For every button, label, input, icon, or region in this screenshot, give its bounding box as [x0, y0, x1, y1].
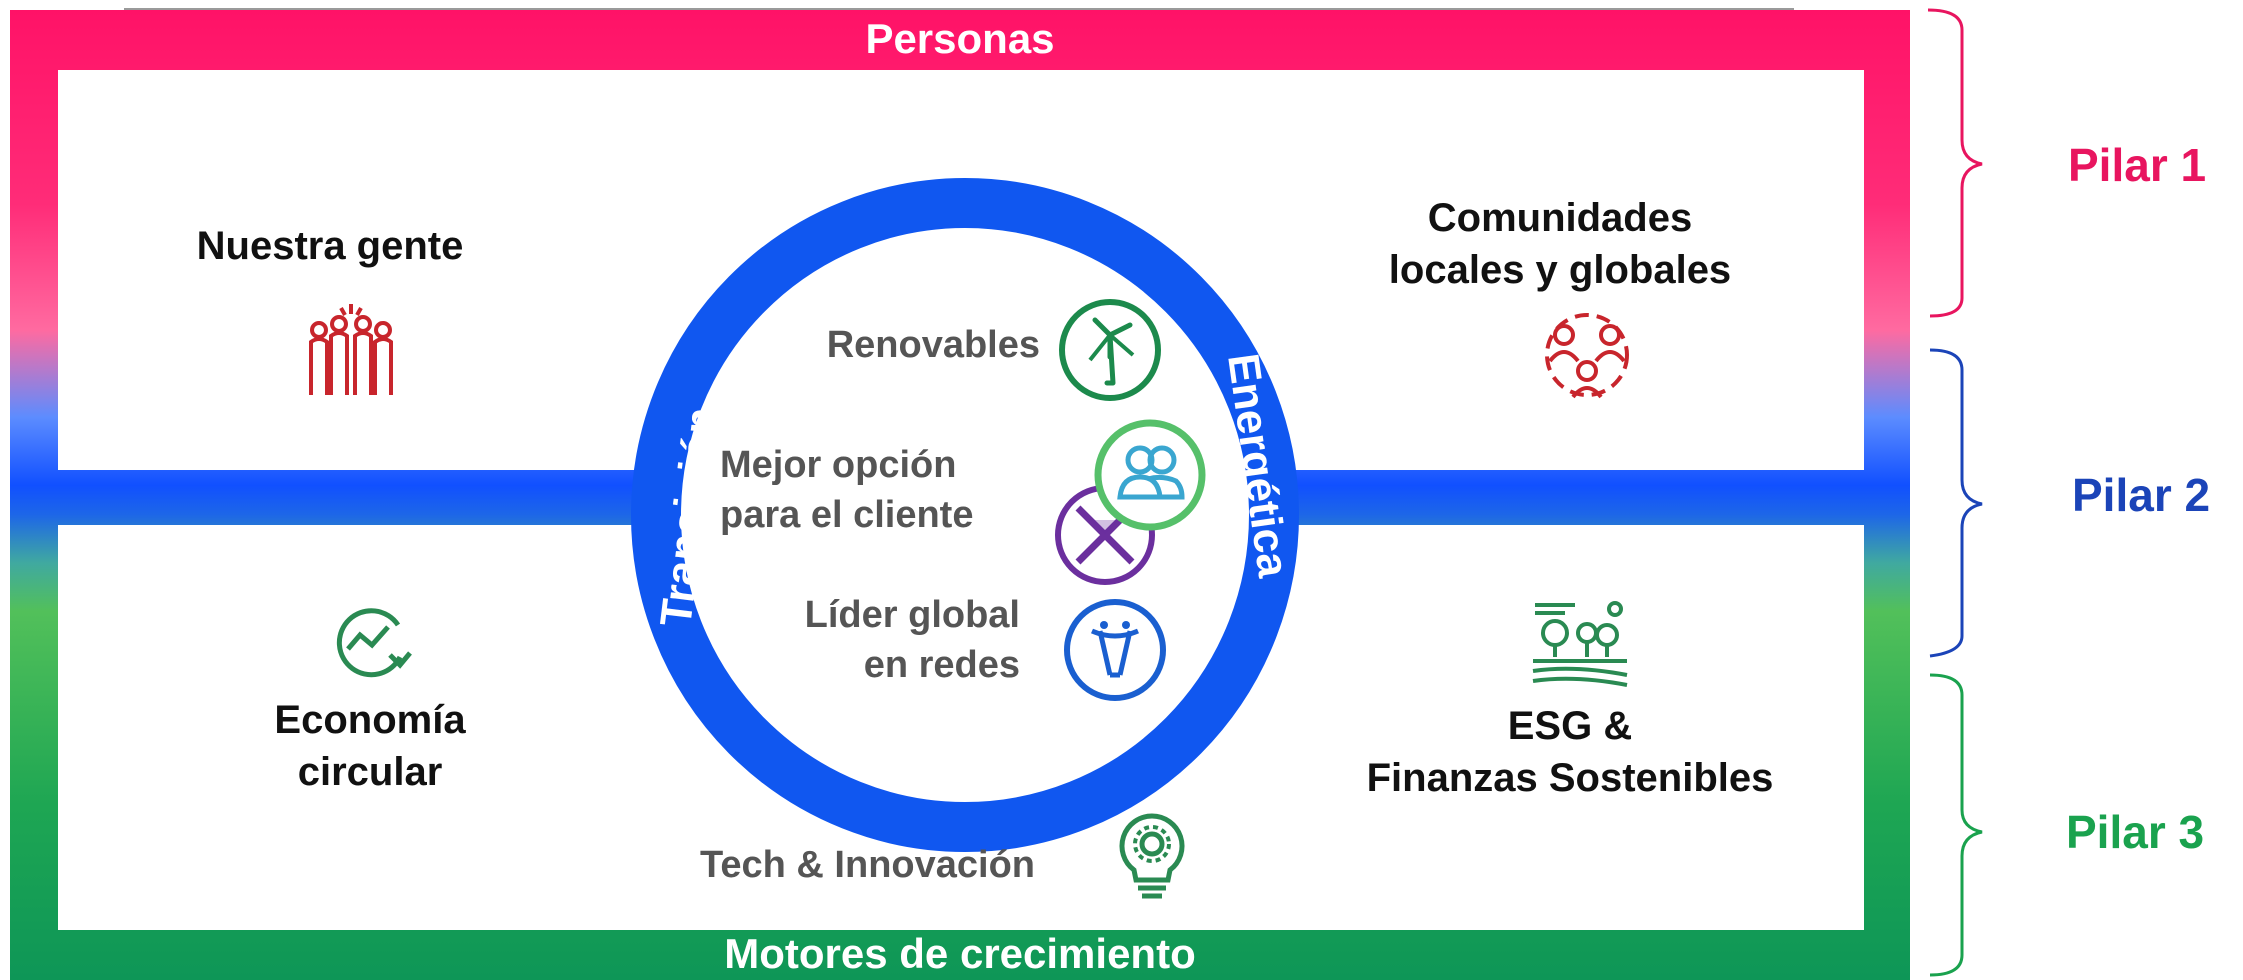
economia-line-1: Economía	[274, 698, 466, 742]
mejor-opcion-line-2: para el cliente	[720, 494, 974, 536]
esg-line-1: ESG &	[1507, 704, 1633, 748]
comunidades-line-1: Comunidades	[1427, 196, 1693, 240]
community-network-icon	[1545, 313, 1629, 399]
lider-line-2: en redes	[863, 644, 1020, 686]
sustainable-finance-icon	[1532, 601, 1628, 687]
pilar-1-brace	[1927, 8, 1983, 318]
lider-global-label: Líder global en redes	[760, 590, 1020, 690]
growth-engines-label: Motores de crecimiento	[724, 930, 1196, 977]
blue-ring	[631, 178, 1299, 852]
esg-line-2: Finanzas Sostenibles	[1366, 756, 1774, 800]
tech-innovacion-label: Tech & Innovación	[700, 844, 1036, 886]
esg-label: ESG & Finanzas Sostenibles	[1320, 700, 1820, 804]
economia-circular-label: Economía circular	[210, 694, 530, 798]
pilar-3-brace	[1929, 673, 1983, 977]
comunidades-label: Comunidades locales y globales	[1350, 192, 1770, 296]
renovables-label: Renovables	[826, 324, 1040, 366]
mejor-opcion-line-1: Mejor opción	[720, 444, 957, 486]
wind-turbine-icon	[1059, 299, 1161, 401]
top-divider	[124, 0, 1794, 10]
economia-line-2: circular	[297, 750, 443, 794]
mejor-opcion-label: Mejor opción para el cliente	[720, 440, 1030, 540]
nuestra-gente-label: Nuestra gente	[196, 224, 464, 268]
network-leader-icon	[1064, 599, 1166, 701]
people-cheering-icon	[309, 304, 393, 395]
circular-economy-icon	[336, 608, 412, 678]
pilar-2-label: Pilar 2	[2072, 469, 2211, 521]
pilar-1-label: Pilar 1	[2068, 139, 2207, 191]
comunidades-line-2: locales y globales	[1388, 248, 1732, 292]
lightbulb-gear-icon	[1119, 813, 1185, 899]
personas-label: Personas	[865, 15, 1055, 62]
customers-icon	[1094, 419, 1206, 531]
pilar-2-brace	[1929, 348, 1983, 658]
lider-line-1: Líder global	[804, 594, 1020, 636]
pilar-3-label: Pilar 3	[2066, 806, 2205, 858]
